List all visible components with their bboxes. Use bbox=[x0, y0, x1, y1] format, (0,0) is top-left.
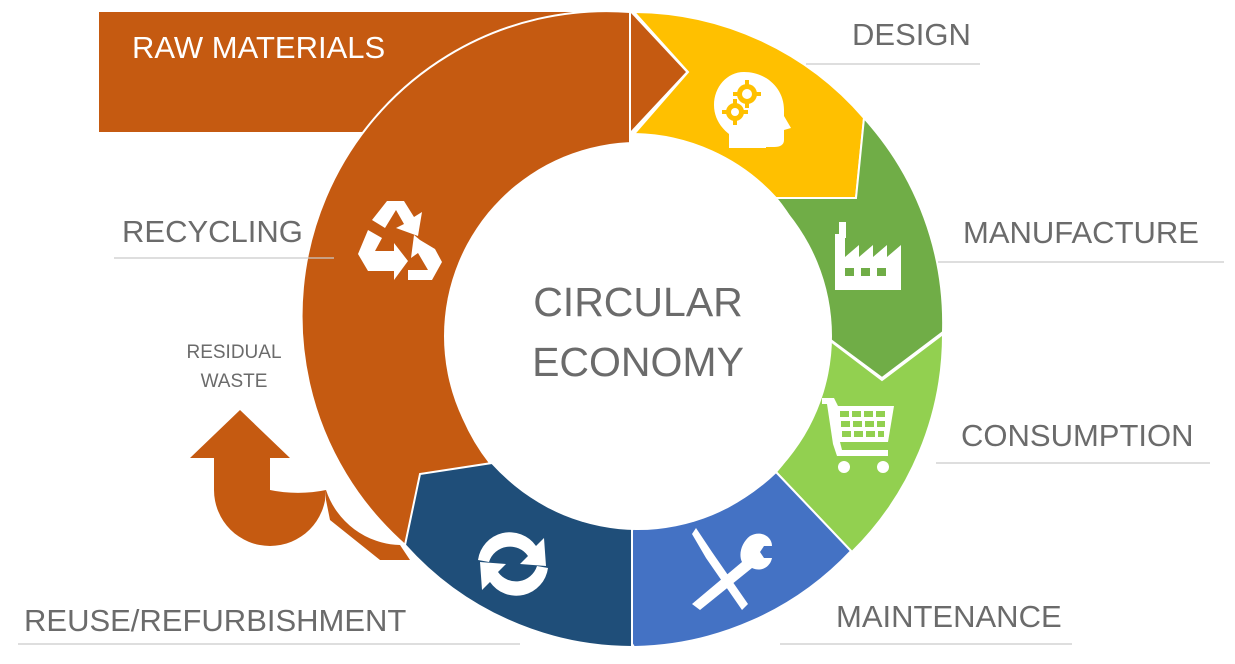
center-title-line2: ECONOMY bbox=[532, 339, 744, 385]
residual-waste-arrow bbox=[190, 385, 326, 546]
wrench-screwdriver-icon bbox=[692, 528, 772, 610]
residual-waste-label-line1: RESIDUAL bbox=[186, 342, 281, 363]
recycling-label: RECYCLING bbox=[122, 214, 303, 249]
maintenance-label: MAINTENANCE bbox=[836, 599, 1062, 634]
recycle-icon bbox=[358, 201, 442, 280]
consumption-label: CONSUMPTION bbox=[961, 418, 1194, 453]
center-title-line1: CIRCULAR bbox=[533, 279, 743, 325]
design-label: DESIGN bbox=[852, 17, 971, 52]
refresh-arrows-icon bbox=[478, 532, 548, 596]
factory-icon bbox=[835, 222, 901, 290]
manufacture-label: MANUFACTURE bbox=[963, 215, 1199, 250]
shopping-cart-icon bbox=[822, 398, 894, 473]
head-gears-icon bbox=[714, 72, 791, 148]
raw-materials-label: RAW MATERIALS bbox=[132, 30, 385, 65]
residual-waste-label-line2: WASTE bbox=[201, 371, 268, 392]
reuse-label: REUSE/REFURBISHMENT bbox=[24, 603, 406, 638]
center-circle bbox=[444, 142, 832, 530]
